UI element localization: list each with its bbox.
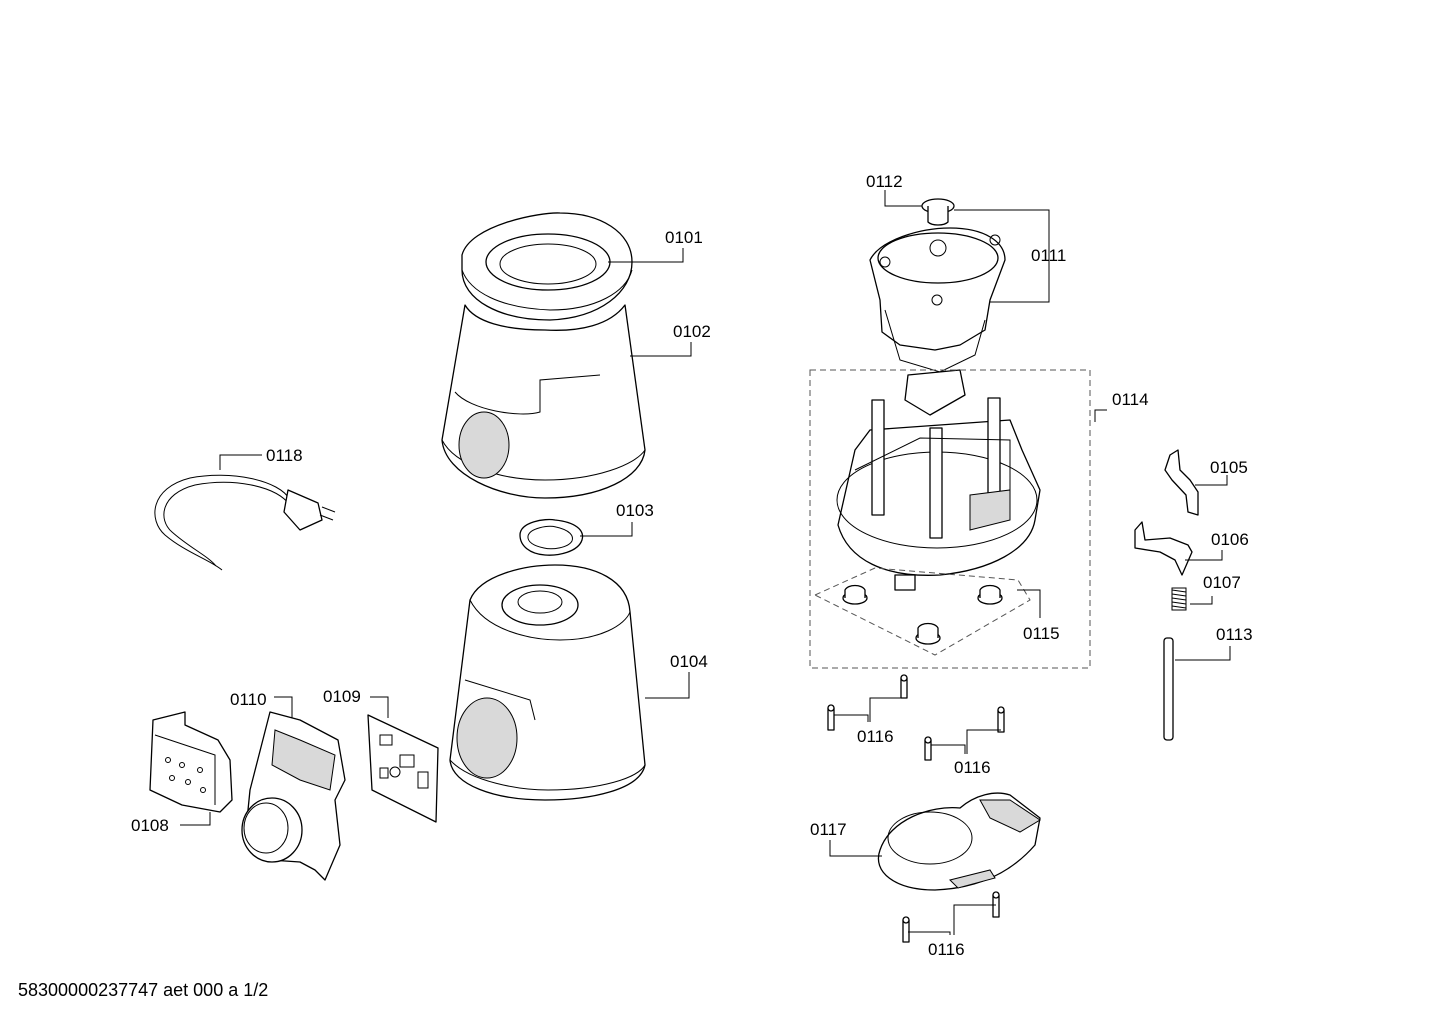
part-power-cord[interactable] (154, 474, 336, 571)
part-base-plate[interactable] (877, 792, 1041, 891)
part-lower-housing[interactable] (449, 564, 646, 801)
callout-0101: 0101 (665, 228, 703, 247)
callout-0113: 0113 (1216, 625, 1253, 644)
callout-0117: 0117 (810, 820, 847, 839)
callout-0102: 0102 (673, 322, 711, 341)
part-rod[interactable] (1163, 637, 1174, 741)
callout-0103: 0103 (616, 501, 654, 520)
motor-base-group-frame (809, 369, 1091, 669)
leader-lines (180, 190, 1231, 935)
callout-0108: 0108 (131, 816, 169, 835)
part-screws-lower[interactable] (902, 891, 1000, 943)
callout-0116-a: 0116 (857, 727, 894, 746)
part-control-panel[interactable] (149, 711, 233, 813)
callout-0106: 0106 (1211, 530, 1249, 549)
callout-0109: 0109 (323, 687, 361, 706)
callout-0105: 0105 (1210, 458, 1248, 477)
part-coupling[interactable] (921, 198, 955, 226)
callout-0118: 0118 (266, 446, 303, 465)
callout-0115: 0115 (1023, 624, 1060, 643)
part-feet[interactable] (813, 567, 1031, 656)
part-screws-middle[interactable] (924, 706, 1005, 761)
part-blade-bracket[interactable] (1164, 449, 1199, 516)
callout-0107: 0107 (1203, 573, 1241, 592)
part-lever[interactable] (1134, 521, 1193, 576)
part-spring[interactable] (1171, 587, 1187, 611)
callout-0116-c: 0116 (928, 940, 965, 959)
callout-0104: 0104 (670, 652, 708, 671)
callout-0116-b: 0116 (954, 758, 991, 777)
callout-0114: 0114 (1112, 390, 1149, 409)
document-id: 58300000237747 aet 000 a 1/2 (18, 980, 269, 1000)
part-motor-base[interactable] (836, 397, 1041, 591)
part-motor[interactable] (869, 227, 1006, 416)
part-upper-housing[interactable] (441, 304, 646, 499)
callout-0110: 0110 (230, 690, 267, 709)
part-top-ring[interactable] (461, 212, 633, 321)
callout-0111: 0111 (1031, 246, 1066, 265)
part-knob-holder[interactable] (241, 711, 346, 881)
part-circuit-board[interactable] (367, 714, 439, 823)
callout-0112: 0112 (866, 172, 903, 191)
part-gasket[interactable] (519, 518, 584, 556)
